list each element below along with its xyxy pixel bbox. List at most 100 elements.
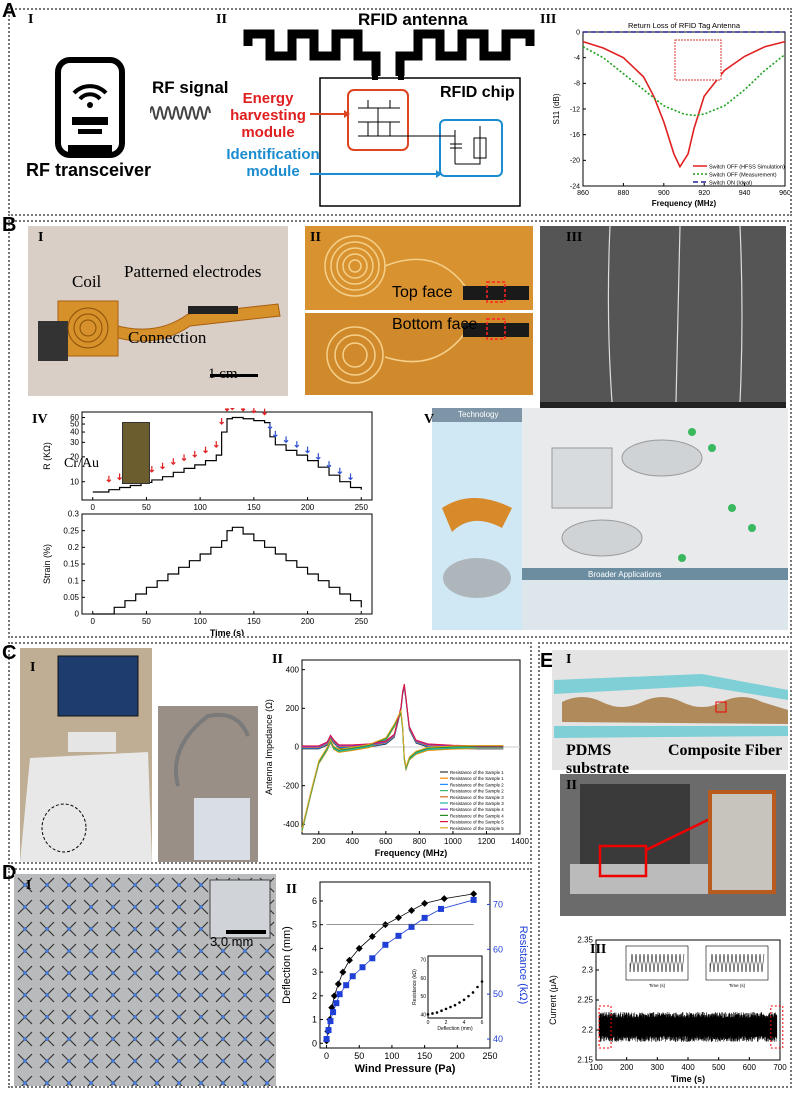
legend-label: Resistance of the Sample 1 bbox=[450, 770, 504, 775]
x-axis-label: Wind Pressure (Pa) bbox=[355, 1063, 456, 1075]
step-arrow bbox=[225, 408, 229, 411]
x-tick-label: 600 bbox=[743, 1063, 757, 1072]
step-arrow bbox=[284, 436, 288, 442]
x-tick-label: 1200 bbox=[478, 837, 496, 846]
x-axis-label: Time (s) bbox=[210, 628, 244, 636]
inset-x-tick: 0 bbox=[427, 1020, 430, 1026]
y-tick-label: 4 bbox=[312, 943, 317, 953]
x-tick-label: 860 bbox=[577, 190, 589, 197]
inset-point bbox=[458, 1001, 461, 1004]
energy-harvesting-label: Energy harvesting module bbox=[218, 90, 318, 141]
resistance-point bbox=[369, 955, 375, 961]
panel-b-sub3: III bbox=[566, 230, 582, 246]
inset-point bbox=[436, 1011, 439, 1014]
legend-label: Switch OFF (HFSS Simulation) bbox=[709, 165, 785, 171]
y-tick-label: 0.1 bbox=[68, 576, 80, 585]
x-tick-label: 200 bbox=[620, 1063, 634, 1072]
resistance-point bbox=[330, 1009, 336, 1015]
step-arrow bbox=[220, 418, 224, 424]
x-tick-label: 50 bbox=[142, 617, 151, 626]
photo-test-rig bbox=[560, 774, 786, 916]
x-tick-label: 960 bbox=[779, 190, 790, 197]
inset-y-tick: 40 bbox=[420, 1012, 426, 1018]
deflection-point bbox=[339, 969, 346, 976]
panel-c-sub2: II bbox=[272, 652, 283, 668]
panel-e-sub3: III bbox=[590, 942, 606, 958]
photo-vna-setup bbox=[20, 648, 152, 862]
resistance-point bbox=[360, 964, 366, 970]
panel-c-label: C bbox=[2, 642, 16, 665]
y-tick-label: 400 bbox=[286, 665, 300, 674]
y2-tick-label: 40 bbox=[493, 1034, 503, 1044]
step-arrow bbox=[241, 408, 245, 411]
connection-label: Connection bbox=[128, 328, 206, 348]
y-tick-label: 0 bbox=[75, 610, 80, 619]
y-tick-label: 0.3 bbox=[68, 510, 80, 519]
sem-image bbox=[540, 226, 786, 412]
x-tick-label: 400 bbox=[346, 837, 360, 846]
y2-tick-label: 60 bbox=[493, 944, 503, 954]
panel-a-label: A bbox=[2, 0, 16, 23]
y-axis-label: Strain (%) bbox=[42, 544, 52, 584]
inset-y-tick: 70 bbox=[420, 958, 426, 964]
x-tick-label: 200 bbox=[301, 617, 315, 626]
resistance-point bbox=[395, 933, 401, 939]
y-tick-label: 200 bbox=[286, 704, 300, 713]
y-tick-label: -4 bbox=[574, 55, 580, 62]
step-arrow bbox=[230, 408, 234, 410]
x-tick-label: 400 bbox=[681, 1063, 695, 1072]
step-arrow bbox=[204, 447, 208, 453]
inset-point bbox=[431, 1012, 434, 1015]
legend-label: Switch ON (Ideal) bbox=[709, 181, 752, 187]
y-axis-label: S11 (dB) bbox=[552, 93, 561, 124]
legend-label: Resistance of the Sample 5 bbox=[450, 820, 504, 825]
step-arrow bbox=[349, 474, 353, 480]
panel-e-sub2: II bbox=[566, 778, 577, 794]
resistance-point bbox=[324, 1036, 330, 1042]
inset-circuit-box bbox=[675, 40, 721, 80]
y-tick-label: 60 bbox=[70, 413, 79, 422]
x-axis-label: Frequency (MHz) bbox=[652, 199, 717, 208]
x-tick-label: 100 bbox=[193, 617, 207, 626]
y-tick-label: 40 bbox=[70, 428, 79, 437]
y-tick-label: 6 bbox=[312, 896, 317, 906]
photo-flexible-sensor bbox=[28, 226, 288, 396]
rfid-chip-label: RFID chip bbox=[440, 84, 515, 102]
x-tick-label: 0 bbox=[91, 617, 96, 626]
x-tick-label: 50 bbox=[354, 1051, 364, 1061]
x-tick-label: 920 bbox=[698, 190, 710, 197]
step-arrow bbox=[182, 454, 186, 460]
legend-label: Resistance of the Sample 4 bbox=[450, 813, 504, 818]
resistance-point bbox=[438, 906, 444, 912]
y2-tick-label: 50 bbox=[493, 989, 503, 999]
legend-label: Resistance of the Sample 3 bbox=[450, 801, 504, 806]
identification-label: Identification module bbox=[218, 146, 328, 180]
deflection-point bbox=[408, 907, 415, 914]
step-arrow bbox=[252, 408, 256, 413]
step-arrow bbox=[338, 468, 342, 474]
photo-cr-au-sensor bbox=[122, 422, 150, 484]
x-axis-label: Frequency (MHz) bbox=[375, 848, 448, 858]
y-tick-label: 2.15 bbox=[577, 1056, 593, 1065]
deflection-point bbox=[470, 890, 477, 897]
y-tick-label: 2.2 bbox=[582, 1026, 594, 1035]
inset-y-tick: 60 bbox=[420, 976, 426, 982]
composite-fiber-label: Composite Fiber bbox=[668, 742, 788, 760]
y-tick-label: -8 bbox=[574, 81, 580, 88]
legend-label: Resistance of the Sample 3 bbox=[450, 795, 504, 800]
step-arrow bbox=[171, 458, 175, 464]
resistance-point bbox=[326, 1027, 332, 1033]
x-tick-label: 600 bbox=[379, 837, 393, 846]
technology-label: Technology bbox=[458, 410, 498, 419]
x-tick-label: 200 bbox=[312, 837, 326, 846]
panel-b-sub2: II bbox=[310, 230, 321, 246]
y-tick-label: 0.05 bbox=[63, 593, 79, 602]
step-arrow bbox=[273, 431, 277, 437]
illustration-structural-health bbox=[432, 408, 788, 630]
inset-x-label: Deflection (mm) bbox=[437, 1026, 473, 1032]
panel-e-sub1: I bbox=[566, 652, 571, 668]
y-tick-label: 0.15 bbox=[63, 560, 79, 569]
chart-wind-pressure: 0501001502002500123456Wind Pressure (Pa)… bbox=[276, 872, 530, 1086]
inset-y-tick: 50 bbox=[420, 994, 426, 1000]
legend-label: Switch OFF (Measurement) bbox=[709, 173, 777, 179]
